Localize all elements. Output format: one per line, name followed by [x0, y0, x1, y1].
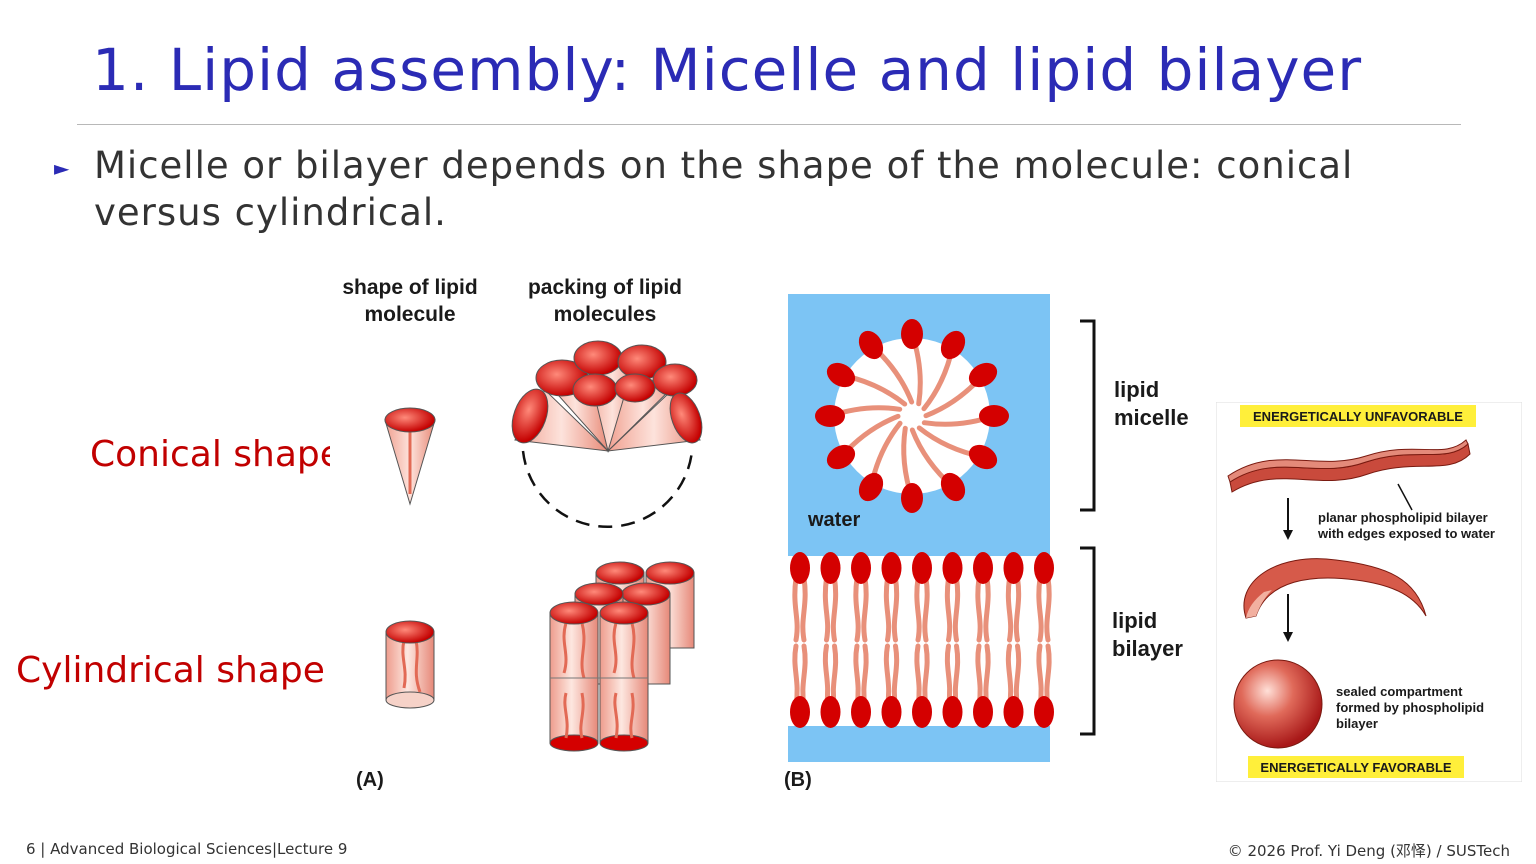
bilayer-upper-tail [944, 575, 961, 643]
sealed-label-3: bilayer [1336, 716, 1378, 731]
bilayer-lower-head [942, 696, 963, 728]
single-cylinder-molecule [385, 620, 435, 709]
micelle-lipid-head [968, 362, 998, 388]
cylinder-packing-bilayer [549, 561, 695, 752]
fig-a-panel-label: (A) [356, 769, 384, 791]
favorable-label: ENERGETICALLY FAVORABLE [1260, 760, 1452, 775]
sealed-sphere [1233, 659, 1323, 749]
bilayer-lower-head [851, 696, 871, 728]
bilayer-upper-tail [975, 575, 991, 643]
bilayer-upper-tail [914, 575, 930, 643]
micelle-label-1: lipid [1114, 377, 1159, 402]
micelle-lipid-head [901, 483, 923, 513]
micelle-bracket [1080, 319, 1096, 512]
bilayer-upper-tail [1036, 575, 1052, 643]
figure-b-micelle-bilayer: water lipid micelle lipid bilayer (B) [780, 268, 1200, 808]
bilayer-lower-head [1034, 696, 1054, 728]
bilayer-upper-head [942, 552, 963, 584]
cylindrical-shape-label: Cylindrical shape [16, 650, 325, 691]
bullet-text: Micelle or bilayer depends on the shape … [94, 144, 1354, 234]
bullet-marker-icon: ► [54, 156, 70, 180]
slide-title: 1. Lipid assembly: Micelle and lipid bil… [92, 36, 1363, 104]
planar-label-1: planar phospholipid bilayer [1318, 510, 1488, 525]
bilayer-lower-head [820, 696, 841, 728]
bilayer-upper-tail [883, 575, 900, 643]
bilayer-upper-tail [822, 575, 839, 643]
bilayer-upper-head [973, 552, 993, 584]
single-cone-molecule [384, 407, 436, 506]
bilayer-lower-head [912, 696, 932, 728]
micelle-lipid-head [826, 362, 856, 388]
micelle-lipid-head [979, 405, 1009, 427]
bilayer-lower-head [881, 696, 902, 728]
unfavorable-highlight [1240, 405, 1476, 427]
favorable-highlight [1248, 756, 1464, 778]
bilayer-bracket [1080, 546, 1096, 736]
sealed-label-2: formed by phospholipid [1336, 700, 1484, 715]
lipid-bilayer-drawing [788, 552, 1054, 728]
planar-bilayer-sheet [1227, 439, 1471, 493]
micelle-label-2: micelle [1114, 405, 1189, 430]
fig-a-col2-title-2: molecules [554, 303, 657, 326]
bilayer-upper-head [1003, 552, 1024, 584]
sealed-label-1: sealed compartment [1336, 684, 1463, 699]
micelle-lipid-head [901, 319, 923, 349]
figure-a-lipid-shapes: shape of lipid molecule packing of lipid… [330, 268, 770, 808]
planar-label-2: with edges exposed to water [1317, 526, 1495, 541]
bilayer-upper-tail [792, 575, 808, 643]
fig-a-col1-title-2: molecule [364, 303, 455, 326]
figure-c-bilayer-sealing: ENERGETICALLY UNFAVORABLE planar phospho… [1216, 402, 1522, 782]
bilayer-upper-head [851, 552, 871, 584]
conical-shape-label: Conical shape [90, 434, 342, 475]
bilayer-upper-tail [1005, 575, 1022, 643]
fig-a-col2-title-1: packing of lipid [528, 276, 682, 299]
bilayer-lower-head [790, 696, 810, 728]
micelle-lipid-head [815, 405, 845, 427]
bilayer-upper-head [790, 552, 810, 584]
footer-copyright: © 2026 Prof. Yi Deng (邓怿) / SUSTech [1227, 842, 1510, 860]
bilayer-upper-head [1034, 552, 1054, 584]
unfavorable-label: ENERGETICALLY UNFAVORABLE [1253, 409, 1463, 424]
bilayer-label-1: lipid [1112, 608, 1157, 633]
micelle-lipid-head [858, 472, 884, 502]
bilayer-label-2: bilayer [1112, 636, 1183, 661]
bilayer-upper-head [881, 552, 902, 584]
micelle-lipid-head [968, 444, 998, 470]
water-label: water [807, 509, 860, 531]
bilayer-upper-tail [853, 575, 869, 643]
bilayer-lower-head [1003, 696, 1024, 728]
title-divider [77, 124, 1461, 125]
bilayer-lower-head [973, 696, 993, 728]
cone-packing-micelle [511, 340, 703, 528]
micelle-lipid-head [826, 444, 856, 470]
fig-b-panel-label: (B) [784, 769, 812, 791]
footer-course: 6 | Advanced Biological Sciences|Lecture… [26, 840, 348, 858]
fig-a-col1-title-1: shape of lipid [342, 276, 477, 299]
micelle-lipid-head [940, 472, 966, 502]
micelle-lipid-head [940, 330, 966, 360]
lipid-micelle-drawing [815, 319, 1009, 513]
bilayer-upper-head [912, 552, 932, 584]
bilayer-upper-head [820, 552, 841, 584]
micelle-lipid-head [858, 330, 884, 360]
curving-bilayer-sheet [1243, 558, 1427, 619]
